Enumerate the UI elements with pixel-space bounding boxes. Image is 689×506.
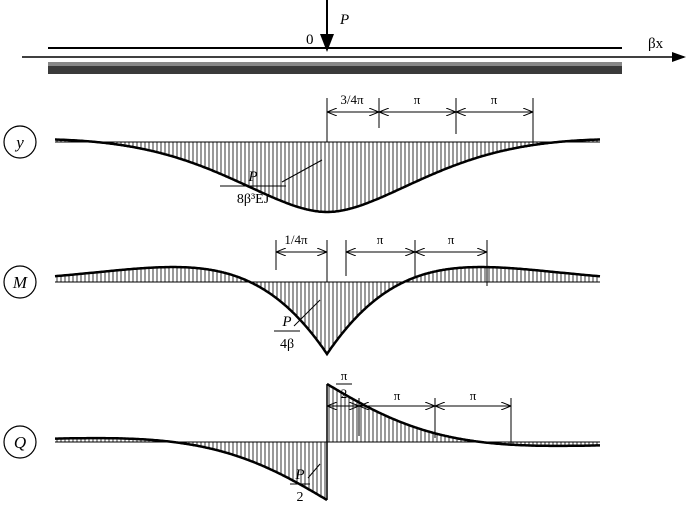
span-label-1: 1/4π: [284, 232, 308, 247]
span-label-2: π: [394, 388, 401, 403]
load-label: P: [339, 12, 349, 28]
span-label-2: π: [414, 92, 421, 107]
shear-circle: [3, 425, 37, 459]
span-label-2: π: [377, 232, 384, 247]
peak-leader: [281, 159, 323, 183]
peak-leader: [293, 299, 321, 327]
moment-hatching: [56, 267, 598, 352]
peak-leader: [307, 463, 321, 479]
beam-group: P 0 βx: [22, 0, 686, 74]
moment-circle-label: M: [12, 273, 28, 292]
deflection-hatching: [56, 139, 598, 212]
load-arrowhead: [320, 34, 334, 52]
axis-label: βx: [648, 36, 664, 52]
deflection-circle: [3, 125, 37, 159]
deflection-diagram: y 3/4π π π P 8β³EJ: [3, 92, 600, 214]
peak-label-numerator: P: [294, 467, 304, 483]
span-label-1: 3/4π: [340, 92, 364, 107]
moment-circle: [3, 265, 37, 299]
span-label-1-denominator: 2: [341, 386, 348, 401]
deflection-circle-label: y: [14, 133, 24, 152]
origin-label: 0: [306, 32, 314, 48]
peak-label-numerator: P: [247, 169, 257, 185]
peak-label-numerator: P: [281, 314, 291, 330]
span-label-3: π: [470, 388, 477, 403]
shear-hatching: [56, 385, 598, 499]
shear-diagram: Q π 2 π π P 2: [3, 368, 600, 505]
shear-circle-label: Q: [14, 433, 26, 452]
peak-label-denominator: 4β: [280, 337, 294, 352]
span-label-3: π: [448, 232, 455, 247]
span-label-1-numerator: π: [341, 368, 348, 383]
deflection-curve: [55, 138, 600, 214]
peak-label-denominator: 8β³EJ: [237, 192, 270, 207]
span-label-3: π: [491, 92, 498, 107]
peak-label-denominator: 2: [297, 490, 304, 505]
beam-axis-arrowhead: [672, 52, 686, 62]
elastic-foundation-fade: [48, 62, 622, 66]
moment-diagram: M 1/4π π π P 4β: [3, 232, 601, 357]
moment-curve: [54, 265, 601, 357]
